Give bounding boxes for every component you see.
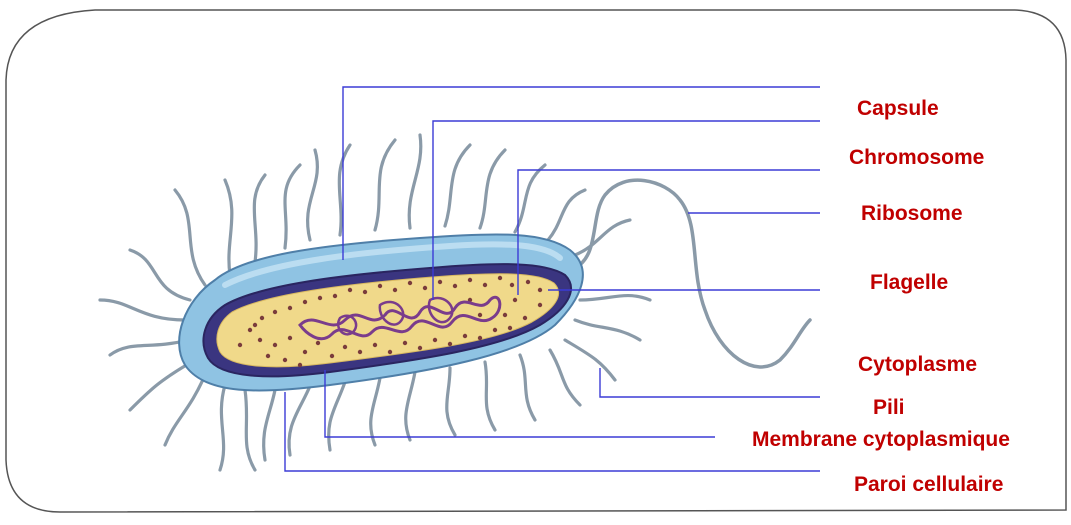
- ribosome-dot: [493, 328, 497, 332]
- ribosome-dot: [318, 296, 322, 300]
- ribosome-dot: [423, 286, 427, 290]
- ribosome-dot: [526, 280, 530, 284]
- ribosome-dot: [343, 345, 347, 349]
- ribosome-dot: [510, 283, 514, 287]
- leader-membrane: [325, 370, 715, 437]
- ribosome-dot: [503, 313, 507, 317]
- ribosome-dot: [258, 338, 262, 342]
- label-capsule: Capsule: [857, 98, 939, 119]
- ribosome-dot: [273, 343, 277, 347]
- ribosome-dot: [330, 354, 334, 358]
- ribosome-dot: [403, 341, 407, 345]
- ribosome-dot: [348, 288, 352, 292]
- ribosome-dot: [248, 328, 252, 332]
- label-pili: Pili: [873, 397, 905, 418]
- ribosome-dot: [478, 313, 482, 317]
- ribosome-dot: [498, 276, 502, 280]
- ribosome-dot: [303, 300, 307, 304]
- leader-paroi: [285, 392, 820, 471]
- ribosome-dot: [373, 343, 377, 347]
- ribosome-dot: [483, 283, 487, 287]
- ribosome-dot: [273, 310, 277, 314]
- ribosome-dot: [333, 294, 337, 298]
- label-flagelle: Flagelle: [870, 272, 948, 293]
- ribosome-dot: [303, 350, 307, 354]
- leader-pili: [600, 368, 820, 397]
- ribosome-dot: [513, 298, 517, 302]
- ribosome-dot: [538, 303, 542, 307]
- ribosome-dot: [393, 288, 397, 292]
- ribosome-dot: [433, 338, 437, 342]
- ribosome-dot: [288, 336, 292, 340]
- ribosome-dot: [358, 350, 362, 354]
- label-chromosome: Chromosome: [849, 147, 984, 168]
- ribosome-dot: [408, 281, 412, 285]
- ribosome-dot: [438, 280, 442, 284]
- ribosome-dot: [283, 358, 287, 362]
- ribosome-dot: [468, 278, 472, 282]
- ribosome-dot: [363, 290, 367, 294]
- ribosome-dot: [478, 336, 482, 340]
- label-cytoplasme: Cytoplasme: [858, 354, 977, 375]
- ribosome-dot: [453, 284, 457, 288]
- flagellum: [575, 180, 810, 367]
- label-ribosome: Ribosome: [861, 203, 963, 224]
- ribosome-dot: [448, 342, 452, 346]
- ribosome-dot: [253, 323, 257, 327]
- ribosome-dot: [538, 288, 542, 292]
- ribosome-dot: [418, 346, 422, 350]
- ribosome-dot: [266, 354, 270, 358]
- ribosome-dot: [378, 284, 382, 288]
- ribosome-dot: [298, 363, 302, 367]
- ribosome-dot: [316, 341, 320, 345]
- ribosome-dot: [523, 316, 527, 320]
- ribosome-dot: [238, 343, 242, 347]
- leader-capsule: [343, 87, 820, 260]
- ribosome-dot: [508, 326, 512, 330]
- ribosome-dot: [463, 334, 467, 338]
- ribosome-dot: [288, 306, 292, 310]
- ribosome-dot: [388, 350, 392, 354]
- ribosome-dot: [260, 316, 264, 320]
- label-paroi-cellulaire: Paroi cellulaire: [854, 474, 1003, 495]
- label-membrane-cytoplasmique: Membrane cytoplasmique: [752, 429, 1010, 450]
